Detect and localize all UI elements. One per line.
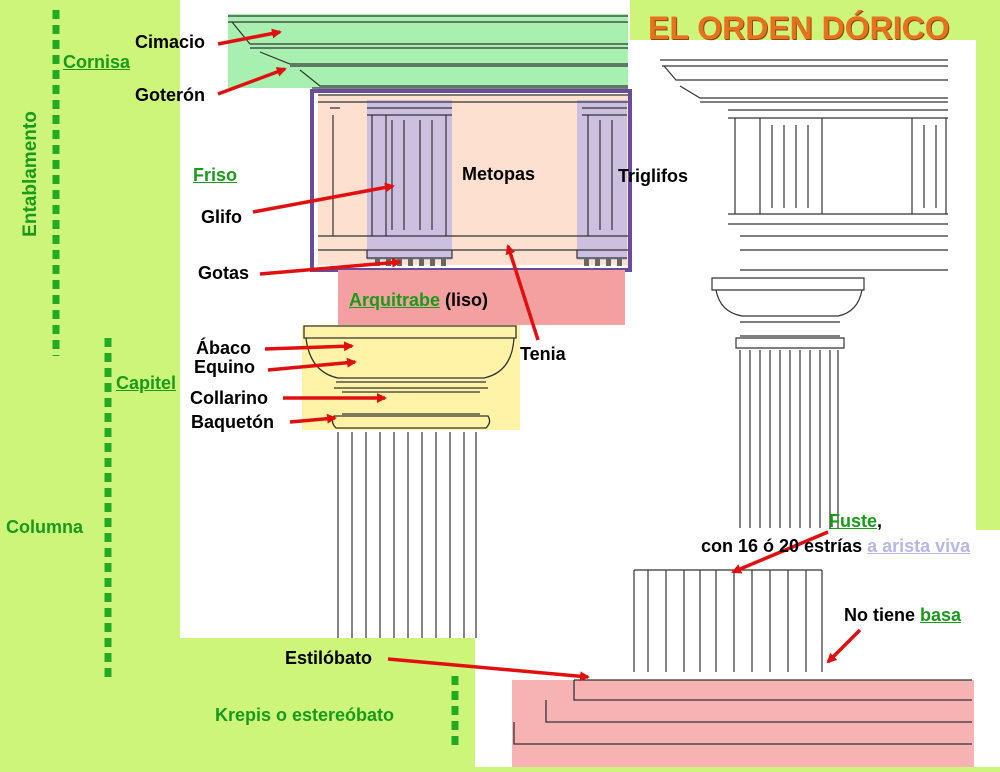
- columna-label: Columna: [6, 517, 84, 537]
- gotas-label: Gotas: [198, 263, 250, 283]
- tenia-label: Tenia: [520, 344, 566, 364]
- bracket-lines: [52, 10, 459, 750]
- basa-link[interactable]: basa: [920, 605, 962, 625]
- fuste-comma: ,: [877, 511, 883, 531]
- cornice-drawing: [228, 15, 628, 89]
- no-tiene-basa-label: No tiene basa: [844, 606, 961, 624]
- cornice-highlight: [228, 14, 628, 88]
- frieze-drawing: [318, 94, 628, 259]
- arista-viva-link[interactable]: a arista viva: [867, 536, 971, 556]
- entablamento-label: Entablamento: [20, 111, 41, 237]
- capitel-link[interactable]: Capitel: [116, 373, 177, 393]
- architrave-highlight: [338, 270, 625, 325]
- side-elevation-drawing: [660, 59, 948, 528]
- estilobato-label: Estilóbato: [285, 648, 373, 668]
- metopas-label: Metopas: [462, 164, 536, 184]
- arquitrabe-note: (liso): [440, 290, 489, 310]
- estrias-text: con 16 ó 20 estrías: [701, 536, 868, 556]
- triglyphs: [367, 100, 627, 260]
- fuste-link[interactable]: Fuste: [829, 511, 878, 531]
- fuste-label: Fuste,: [829, 512, 882, 530]
- cimacio-label: Cimacio: [135, 32, 206, 52]
- pointer-arrows: [217, 28, 862, 682]
- column-shaft: [337, 432, 477, 638]
- equino-label: Equino: [194, 357, 255, 377]
- krepis-label: Krepis o estereóbato: [215, 705, 395, 725]
- arquitrabe-label: Arquitrabe (liso): [349, 291, 488, 309]
- krepis-steps: [513, 679, 972, 745]
- baqueton-label: Baquetón: [191, 412, 274, 432]
- cornisa-link[interactable]: Cornisa: [63, 52, 131, 72]
- friso-link[interactable]: Friso: [193, 165, 238, 185]
- goteron-label: Goterón: [135, 85, 205, 105]
- side-drawing-panel: [630, 40, 976, 530]
- no-tiene-text: No tiene: [844, 605, 921, 625]
- estrias-label: con 16 ó 20 estrías a arista viva: [701, 537, 970, 555]
- glifo-label: Glifo: [201, 207, 242, 227]
- shaft-base-drawing: [633, 569, 823, 672]
- triglifos-label: Triglifos: [618, 166, 689, 186]
- abaco-label: Ábaco: [196, 338, 252, 358]
- arquitrabe-link[interactable]: Arquitrabe: [349, 290, 441, 310]
- diagram-title: EL ORDEN DÓRICO: [648, 10, 950, 46]
- krepis-highlight: [512, 680, 974, 767]
- collarino-label: Collarino: [190, 388, 269, 408]
